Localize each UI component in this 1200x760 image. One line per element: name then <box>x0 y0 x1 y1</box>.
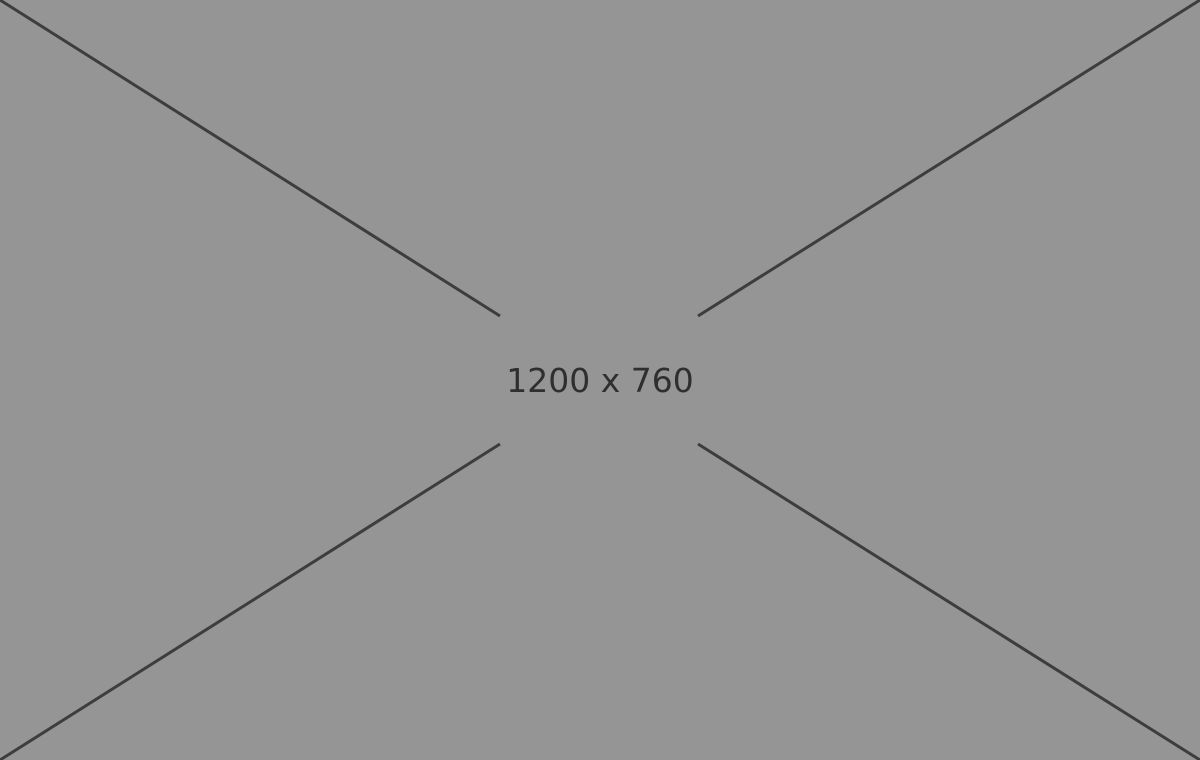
diagonal-line-bottom-right <box>697 442 1200 760</box>
diagonal-line-top-right <box>697 0 1200 318</box>
diagonal-line-bottom-left <box>0 442 501 760</box>
diagonal-line-top-left <box>0 0 501 318</box>
